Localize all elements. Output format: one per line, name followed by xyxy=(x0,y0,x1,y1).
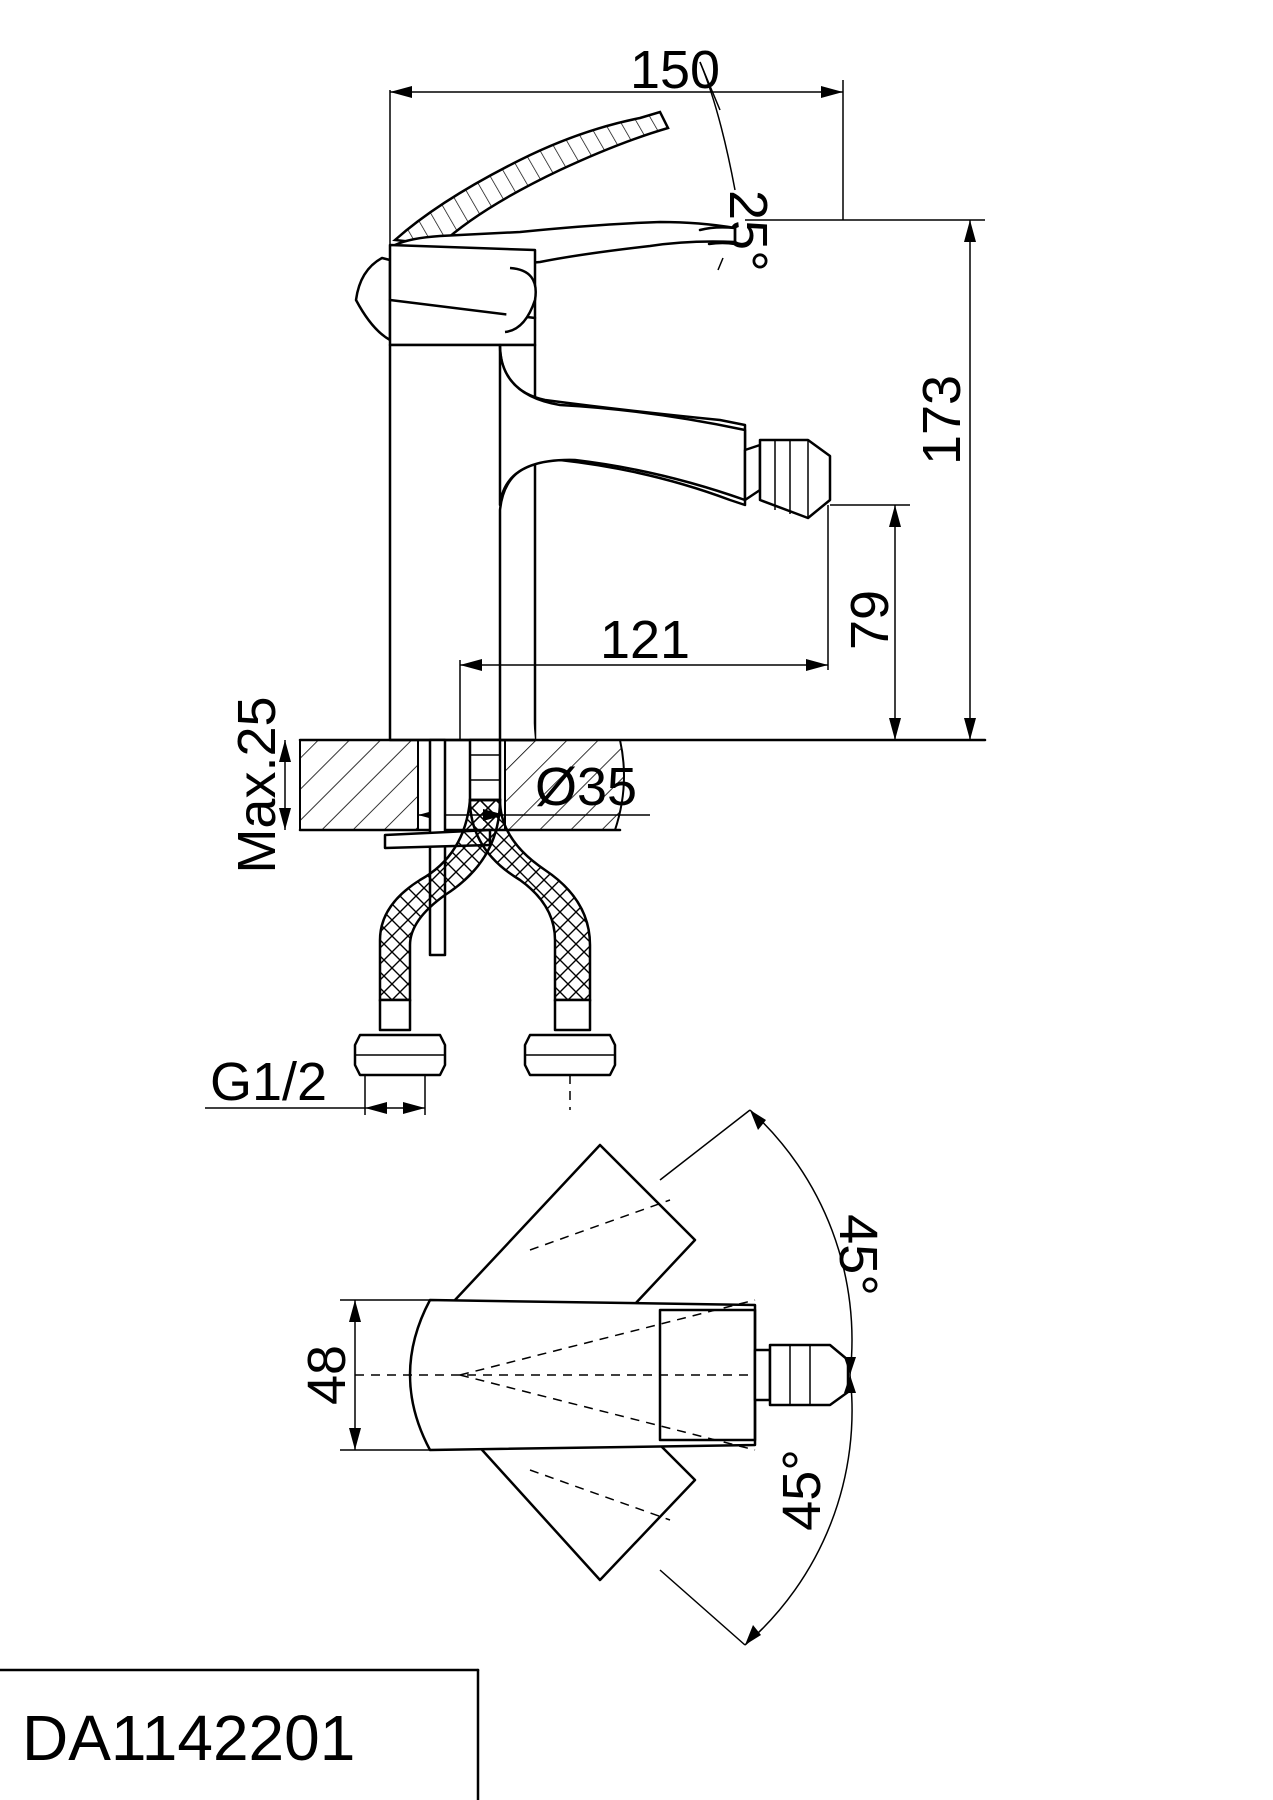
lever-raised-position xyxy=(392,110,670,247)
hose-nut-right xyxy=(523,998,617,1110)
label-max25: Max.25 xyxy=(227,696,287,873)
title-block: DA1142201 xyxy=(0,1668,480,1800)
bidet-nozzle xyxy=(743,438,832,520)
model-code: DA1142201 xyxy=(22,1702,355,1774)
label-45-lower: 45° xyxy=(772,1449,832,1531)
cartridge-cap xyxy=(354,256,392,342)
label-79: 79 xyxy=(840,590,900,650)
label-d35: Ø35 xyxy=(535,757,637,817)
spout xyxy=(498,343,747,507)
label-45-upper: 45° xyxy=(828,1214,888,1296)
side-view: 150 25° xyxy=(205,40,987,1115)
label-g12: G1/2 xyxy=(210,1052,327,1112)
handle-rotated-up xyxy=(453,1143,697,1322)
dim-spout-reach: 121 xyxy=(459,505,829,740)
dim-overall-height: 173 xyxy=(745,219,985,740)
dim-overall-width: 150 xyxy=(389,40,844,250)
label-121: 121 xyxy=(600,610,690,670)
dim-max-deck: Max.25 xyxy=(227,696,291,874)
label-150: 150 xyxy=(630,40,720,100)
label-173: 173 xyxy=(912,375,972,465)
dim-hose-thread: G1/2 xyxy=(205,1052,426,1115)
hose-nut-left xyxy=(353,998,447,1077)
dim-rotation: 45° 45° xyxy=(659,1109,888,1646)
nozzle-top xyxy=(753,1343,850,1407)
label-48: 48 xyxy=(297,1345,357,1405)
dim-spout-height: 79 xyxy=(830,504,910,740)
dim-body-width: 48 xyxy=(297,1299,430,1451)
top-view: 48 45° 45° xyxy=(297,1109,888,1646)
countertop-section xyxy=(298,738,987,832)
